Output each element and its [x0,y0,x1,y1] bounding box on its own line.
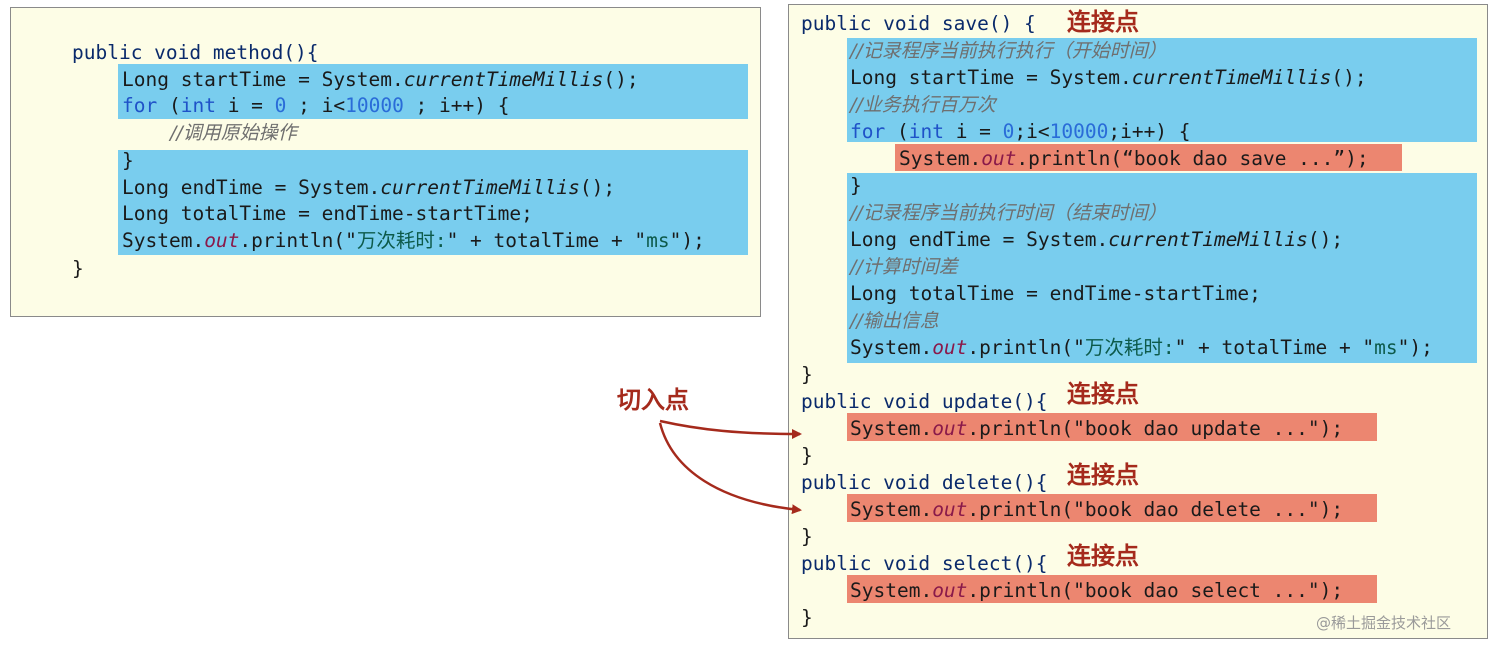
left-comment-call-original: //调用原始操作 [170,122,297,144]
arrow-to-update [659,419,802,439]
comment-million-times: //业务执行百万次 [850,94,996,116]
joinpoint-label-delete: 连接点 [1067,461,1139,489]
left-highlight-start [118,64,748,119]
comment-output-info: //输出信息 [850,310,939,332]
joinpoint-label-select: 连接点 [1067,542,1139,570]
joinpoint-label-update: 连接点 [1067,380,1139,408]
left-highlight-end [118,150,748,255]
delete-method-close: } [801,525,813,548]
arrow-to-delete [658,422,802,515]
select-signature: public void select(){ [801,552,1048,575]
comment-record-start: //记录程序当前执行执行（开始时间） [850,40,1167,62]
left-total-time-line: Long totalTime = endTime-startTime; [122,202,533,225]
watermark: @稀土掘金技术社区 [1316,614,1452,632]
comment-compute-diff: //计算时间差 [850,256,958,278]
left-end-time-line: Long endTime = System.currentTimeMillis(… [122,176,616,199]
left-for-line: for (int i = 0 ; i<10000 ; i++) { [122,94,510,117]
save-signature: public void save() { [801,12,1036,35]
save-print-line: System.out.println(“book dao save ...”); [899,147,1369,170]
select-method-close: } [801,606,813,629]
left-print-line: System.out.println("万次耗时:" + totalTime +… [122,229,705,252]
select-print-line: System.out.println("book dao select ..."… [850,579,1344,602]
save-start-time-line: Long startTime = System.currentTimeMilli… [850,66,1367,89]
right-highlight-after [847,173,1477,363]
delete-print-line: System.out.println("book dao delete ..."… [850,498,1344,521]
right-highlight-update-call [847,413,1377,441]
save-method-close: } [801,363,813,386]
right-highlight-save-call [895,144,1402,171]
comment-record-end: //记录程序当前执行时间（结束时间） [850,202,1167,224]
save-total-time-line: Long totalTime = endTime-startTime; [850,282,1261,305]
save-end-time-line: Long endTime = System.currentTimeMillis(… [850,228,1344,251]
save-for-line: for (int i = 0;i<10000;i++) { [850,120,1191,143]
right-highlight-before [847,38,1477,142]
left-method-signature: public void method(){ [72,41,319,64]
delete-signature: public void delete(){ [801,471,1048,494]
right-highlight-delete-call [847,494,1377,522]
left-start-time-line: Long startTime = System.currentTimeMilli… [122,68,639,91]
update-method-close: } [801,444,813,467]
left-for-close: } [122,149,134,172]
right-highlight-select-call [847,575,1377,603]
pointcut-label: 切入点 [617,386,689,414]
left-method-close: } [72,257,84,280]
update-print-line: System.out.println("book dao update ..."… [850,417,1344,440]
save-for-close: } [850,174,862,197]
joinpoint-label-save: 连接点 [1067,8,1139,36]
save-output-line: System.out.println("万次耗时:" + totalTime +… [850,336,1433,359]
update-signature: public void update(){ [801,390,1048,413]
